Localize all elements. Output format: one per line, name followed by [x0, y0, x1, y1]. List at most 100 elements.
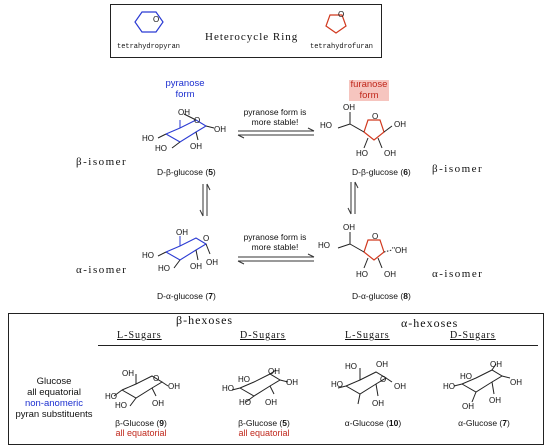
b6-oh-bottom: OH	[384, 149, 396, 158]
b5-ho-left: HO	[142, 134, 154, 143]
a7-o-ring: O	[203, 234, 210, 243]
g7-oh-bottom-left: OH	[462, 402, 474, 411]
b5-oh-bottom: OH	[190, 142, 202, 151]
alpha-glucose-pyranose-structure	[157, 236, 211, 269]
g10-oh-top-right: OH	[376, 360, 388, 369]
heterocycle-ring-title: Heterocycle Ring	[205, 31, 299, 43]
equilibrium-note-bottom: pyranose form is more stable!	[243, 232, 307, 252]
alpha-glucose-7-caption: D-α-glucose (7)	[157, 291, 216, 301]
alpha-glucose-7-structure	[453, 363, 511, 403]
equilibrium-arrows-bottom	[237, 253, 315, 265]
g10-oh-top-left: HO	[345, 362, 357, 371]
hexoses-comparison-box	[8, 313, 544, 445]
alpha-glucose-10-structure	[337, 368, 393, 405]
g10-oh-right: OH	[394, 382, 406, 391]
g9-oh-top: OH	[122, 369, 134, 378]
d-sugars-alpha-header: D-Sugars	[450, 330, 496, 341]
alpha-isomer-left: α-isomer	[76, 264, 128, 276]
g10-ho-left: HO	[331, 380, 343, 389]
equilibrium-arrows-left-vertical	[199, 183, 211, 217]
g9-oh-bottom: OH	[152, 399, 164, 408]
l-sugars-beta-header: L-Sugars	[117, 330, 162, 341]
beta-glucose-6-caption: D-β-glucose (6)	[352, 167, 411, 177]
b5-oh-right: OH	[214, 125, 226, 134]
a8-ho-left: HO	[318, 241, 330, 250]
alpha-glucose-7-bottom-caption: α-Glucose (7)	[458, 418, 510, 428]
g9-oh-right: OH	[168, 382, 180, 391]
header-divider-line	[98, 345, 538, 346]
g5-oh-right-top: OH	[268, 367, 280, 376]
beta-glucose-pyranose-structure	[157, 113, 215, 149]
g5-oh-right: OH	[286, 378, 298, 387]
a7-oh-right: OH	[206, 258, 218, 267]
beta-glucose-9-caption: β-Glucose (9)	[115, 418, 167, 428]
a7-ho-left: HO	[142, 251, 154, 260]
g5-ho-left: HO	[222, 384, 234, 393]
pyran-substituents-label: pyran substituents	[15, 409, 93, 420]
b5-ho-bottom: HO	[155, 144, 167, 153]
g9-ho-left: HO	[105, 392, 117, 401]
beta-isomer-right: β-isomer	[432, 163, 484, 175]
a8-o-ring: O	[372, 232, 379, 241]
l-sugars-alpha-header: L-Sugars	[345, 330, 390, 341]
tetrahydropyran-label: tetrahydropyran	[117, 43, 181, 51]
a7-oh-bottom: OH	[190, 262, 202, 271]
b5-o-ring: O	[194, 116, 201, 125]
equilibrium-note-top: pyranose form is more stable!	[243, 107, 307, 127]
heterocycle-header-box	[110, 4, 382, 58]
g7-ho-left: HO	[443, 382, 455, 391]
g7-ho-top: HO	[460, 372, 472, 381]
g7-oh-bottom-right: OH	[489, 396, 501, 405]
furanose-form-label: furanose form	[350, 79, 388, 101]
g9-ho-bottom: HO	[115, 401, 127, 410]
all-equatorial-desc: all equatorial	[27, 387, 81, 398]
pyran-ring-o: O	[153, 15, 160, 24]
beta-glucose-5-caption: D-β-glucose (5)	[157, 167, 216, 177]
tetrahydrofuran-label: tetrahydrofuran	[310, 43, 374, 51]
a7-ho-bottom: HO	[158, 264, 170, 273]
alpha-hexoses-header: α-hexoses	[401, 316, 459, 330]
furan-ring-o: O	[338, 10, 345, 19]
beta-glucose-furanose-structure	[337, 112, 393, 149]
g7-oh-top: OH	[490, 360, 502, 369]
a7-oh-top: OH	[176, 228, 188, 237]
beta-glucose-9-structure	[113, 374, 169, 407]
alpha-glucose-10-caption: α-Glucose (10)	[344, 418, 402, 428]
furanose-highlight	[349, 80, 389, 101]
g7-oh-right: OH	[510, 378, 522, 387]
a8-oh-top: OH	[343, 223, 355, 232]
b6-oh-right: OH	[394, 120, 406, 129]
glucose-row-label: Glucose all equatorial non-anomeric pyra…	[12, 376, 96, 420]
equilibrium-arrows-top	[237, 127, 315, 139]
a8-oh-bottom: OH	[384, 270, 396, 279]
equilibrium-arrows-right-vertical	[347, 181, 359, 215]
b6-oh-top: OH	[343, 103, 355, 112]
tetrahydrofuran-ring	[325, 14, 347, 34]
b6-ho-left: HO	[320, 121, 332, 130]
g9-o-ring: O	[153, 374, 160, 383]
glucose-label: Glucose	[36, 376, 72, 387]
tetrahydropyran-ring	[134, 11, 164, 33]
g5-ho-bottom: HO	[239, 398, 251, 407]
b5-oh-top: OH	[178, 108, 190, 117]
non-anomeric-label: non-anomeric	[24, 398, 84, 409]
b6-o-ring: O	[372, 112, 379, 121]
d-sugars-beta-header: D-Sugars	[240, 330, 286, 341]
a8-ho-bottom: HO	[356, 270, 368, 279]
beta-hexoses-header: β-hexoses	[176, 313, 234, 327]
g5-ho-top: HO	[238, 375, 250, 384]
pyranose-form-label: pyranose form	[165, 78, 205, 100]
alpha-glucose-furanose-structure	[337, 232, 393, 269]
g5-oh-bottom: OH	[265, 398, 277, 407]
a8-dots-oh: ''OH	[392, 246, 408, 255]
beta-glucose-9-all-equatorial: all equatorial	[115, 428, 167, 438]
b6-ho-bottom: HO	[356, 149, 368, 158]
beta-glucose-5-bottom-caption: β-Glucose (5)	[238, 418, 290, 428]
alpha-isomer-right: α-isomer	[432, 268, 484, 280]
beta-isomer-left: β-isomer	[76, 156, 128, 168]
g10-oh-bottom: OH	[372, 399, 384, 408]
alpha-glucose-8-caption: D-α-glucose (8)	[352, 291, 411, 301]
g10-o-ring: O	[380, 375, 387, 384]
beta-glucose-5-structure	[231, 369, 289, 403]
